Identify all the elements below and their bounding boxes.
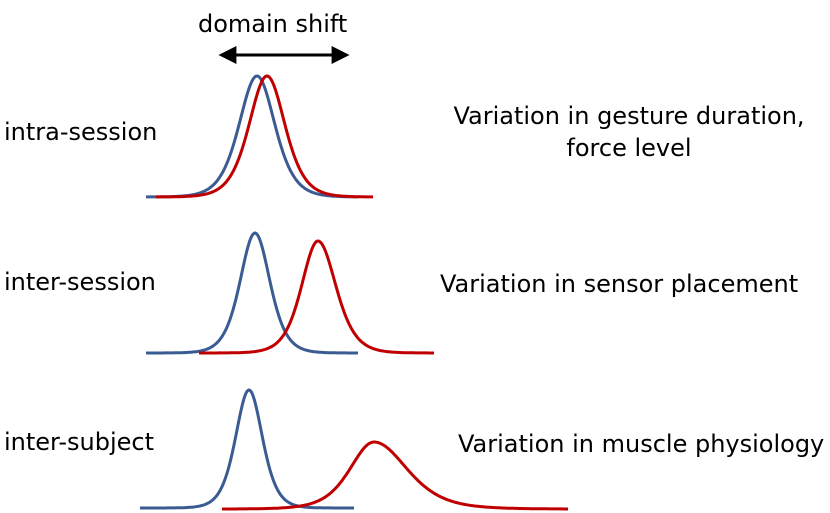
inter-subject-target-curve <box>221 440 568 511</box>
row-label-inter-subject: inter-subject <box>4 428 155 456</box>
inter-subject-source-curve <box>140 388 354 510</box>
description-inter-subject: Variation in muscle physiology <box>458 428 824 460</box>
inter-session-target-curve <box>199 239 434 355</box>
inter-session-source-curve <box>146 231 358 355</box>
description-line: Variation in muscle physiology <box>458 430 825 458</box>
description-line: force level <box>566 134 692 162</box>
row-label-intra-session: intra-session <box>4 118 158 146</box>
description-line: Variation in sensor placement <box>440 270 799 298</box>
row-label-inter-session: inter-session <box>4 268 156 296</box>
description-inter-session: Variation in sensor placement <box>440 268 798 300</box>
domain-shift-label: domain shift <box>198 10 348 38</box>
intra-session-target-curve <box>155 74 373 199</box>
description-line: Variation in gesture duration, <box>453 102 805 130</box>
intra-session-source-curve <box>145 74 358 199</box>
description-intra-session: Variation in gesture duration, force lev… <box>444 100 814 164</box>
